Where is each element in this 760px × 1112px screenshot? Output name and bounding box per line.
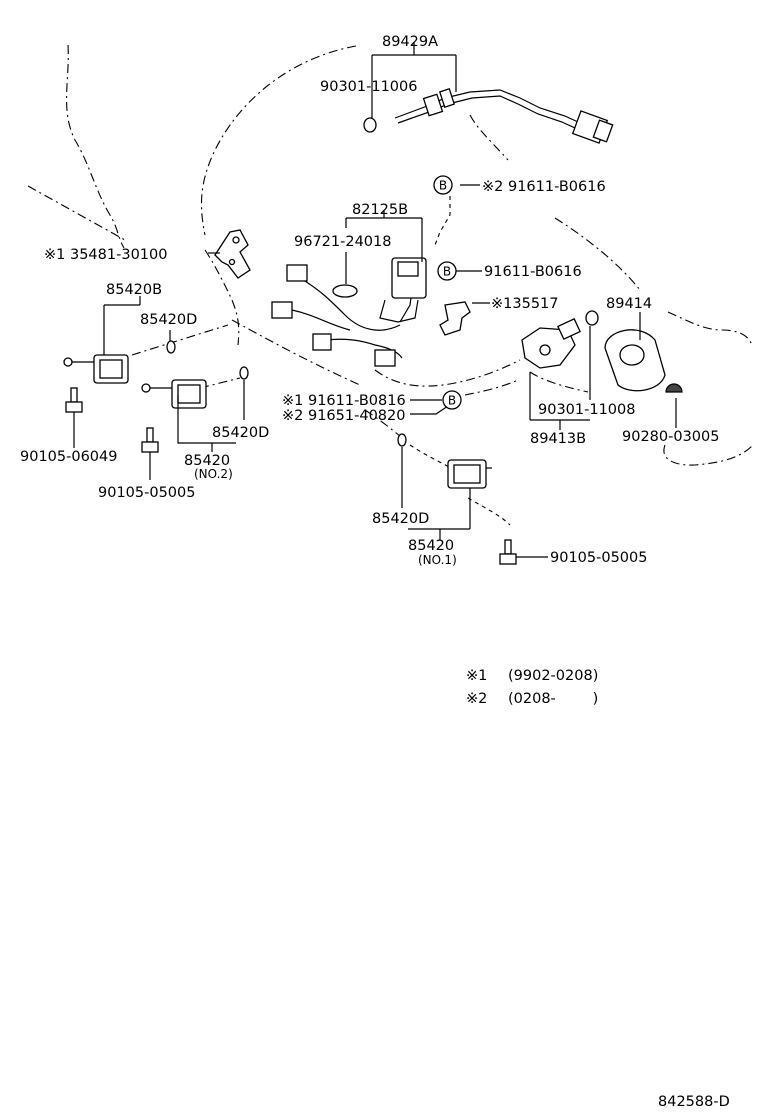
label-89429A: 89429A: [382, 34, 438, 50]
label-90105-06049: 90105-06049: [20, 449, 118, 465]
cap-89414: [604, 329, 666, 392]
label-85420-no1: 85420: [408, 538, 454, 554]
label-91611-B0616-mid: 91611-B0616: [484, 264, 582, 280]
leader-lines: [73, 42, 677, 558]
label-90280-03005: 90280-03005: [622, 429, 720, 445]
label-96721-24018: 96721-24018: [294, 234, 392, 250]
clamp-96721-24018: [332, 284, 358, 298]
gasket-85420D-a: [166, 340, 176, 354]
label-90105-05005-a: 90105-05005: [98, 485, 196, 501]
svg-text:B: B: [443, 265, 451, 279]
diagram-id: 842588-D: [658, 1094, 730, 1110]
bracket-35481-30100: [214, 229, 251, 279]
label-85420D-a: 85420D: [140, 312, 197, 328]
label-91611-B0616-top: ※2 91611-B0616: [482, 179, 606, 195]
bolt-90105-05005-a: [141, 427, 159, 453]
label-85420B: 85420B: [106, 282, 162, 298]
legend-note2-mark: ※2: [466, 691, 487, 707]
gasket-85420D-c: [397, 433, 407, 447]
label-90301-11006: 90301-11006: [320, 79, 418, 95]
label-85420D-c: 85420D: [372, 511, 429, 527]
badge-b-low: B: [442, 390, 462, 410]
label-85420D-b: 85420D: [212, 425, 269, 441]
plug-90280-03005: [665, 383, 683, 393]
outline-lines: [27, 44, 753, 526]
label-135517: ※135517: [491, 296, 559, 312]
gasket-90301-11006: [363, 117, 377, 133]
badge-b-top: B: [433, 175, 453, 195]
gasket-90301-11008: [585, 310, 599, 326]
oxygen-sensor-89429A: [394, 88, 614, 144]
gasket-85420D-b: [239, 366, 249, 380]
label-85420-no1-sub: (NO.1): [418, 553, 457, 567]
bolt-90105-06049: [65, 387, 83, 413]
label-91611-B0816: ※1 91611-B0816: [282, 393, 406, 409]
legend-note1-mark: ※1: [466, 668, 487, 684]
bolt-90105-05005-b: [499, 539, 517, 565]
bracket-135517: [439, 301, 471, 336]
legend-note2-text: (0208- ): [508, 691, 598, 707]
svg-text:B: B: [448, 394, 456, 408]
badge-b-mid: B: [437, 261, 457, 281]
svg-text:B: B: [439, 179, 447, 193]
label-89414: 89414: [606, 296, 652, 312]
label-89413B: 89413B: [530, 431, 586, 447]
label-82125B: 82125B: [352, 202, 408, 218]
sensor-89413B: [521, 317, 581, 369]
switch-85420-no1: [447, 459, 492, 489]
legend: ※1 (9902-0208) ※2 (0208- ): [466, 668, 598, 707]
label-85420-no2: 85420: [184, 453, 230, 469]
label-90105-05005-b: 90105-05005: [550, 550, 648, 566]
legend-note1-text: (9902-0208): [508, 668, 598, 684]
label-35481-30100: ※1 35481-30100: [44, 247, 167, 263]
label-85420-no2-sub: (NO.2): [194, 467, 233, 481]
label-90301-11008: 90301-11008: [538, 402, 636, 418]
label-91651-40820: ※2 91651-40820: [282, 408, 405, 424]
switch-85420B: [63, 354, 129, 384]
wire-harness-82125B: [271, 257, 427, 367]
switch-85420-no2: [141, 379, 207, 409]
